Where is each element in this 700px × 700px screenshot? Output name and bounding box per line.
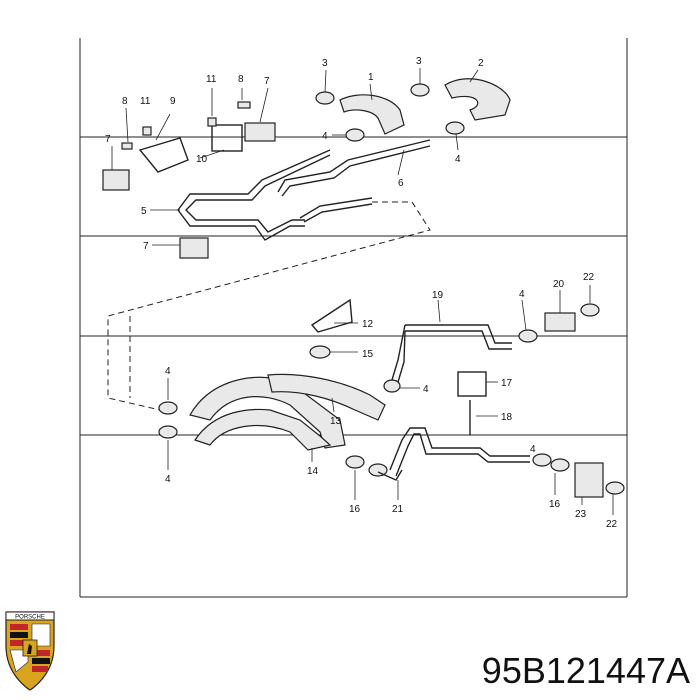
lower-hoses bbox=[158, 373, 388, 477]
callout-3a: 3 bbox=[322, 58, 328, 69]
svg-text:PORSCHE: PORSCHE bbox=[15, 615, 45, 621]
callout-2: 2 bbox=[478, 58, 484, 69]
hose-clamp-4d bbox=[383, 379, 401, 393]
callout-4e: 4 bbox=[165, 366, 171, 377]
callout-13: 13 bbox=[330, 416, 342, 427]
callout-7c: 7 bbox=[143, 241, 149, 252]
callout-16b: 16 bbox=[549, 499, 561, 510]
callout-4b: 4 bbox=[455, 154, 461, 165]
coolant-pipes-lower bbox=[377, 427, 625, 498]
callout-14: 14 bbox=[307, 466, 319, 477]
callout-21: 21 bbox=[392, 504, 404, 515]
callout-1: 1 bbox=[368, 72, 374, 83]
leader-lines bbox=[111, 68, 614, 515]
middle-parts bbox=[309, 298, 600, 435]
hose-clamp-4b bbox=[445, 121, 465, 135]
callout-4g: 4 bbox=[530, 444, 536, 455]
callout-15: 15 bbox=[362, 349, 374, 360]
hose-clamp-22b bbox=[605, 481, 625, 495]
clamp-block-7b bbox=[244, 122, 276, 142]
clamp-block-7c bbox=[179, 237, 209, 259]
clip-15 bbox=[309, 345, 331, 359]
assembly-guides bbox=[107, 201, 431, 411]
hose-clamp-16a bbox=[368, 463, 388, 477]
coolant-pipes-upper bbox=[177, 139, 431, 241]
hose-clamp-3b bbox=[410, 83, 430, 97]
hose-clamp-16b bbox=[550, 458, 570, 472]
callout-18: 18 bbox=[501, 412, 513, 423]
porsche-crest-icon: PORSCHE bbox=[5, 611, 55, 691]
callout-4a: 4 bbox=[322, 131, 328, 142]
callout-6: 6 bbox=[398, 178, 404, 189]
callout-4c: 4 bbox=[519, 289, 525, 300]
part-number: 95B121447A bbox=[481, 650, 690, 691]
clamp-block-7a bbox=[102, 169, 130, 191]
hose-clamp-4e bbox=[158, 401, 178, 415]
retainer-17 bbox=[457, 371, 487, 397]
hose-23 bbox=[574, 462, 604, 498]
callout-22a: 22 bbox=[583, 272, 595, 283]
callout-labels: 1 2 3 3 4 4 6 5 7 7 7 8 8 9 10 11 11 12 … bbox=[105, 56, 618, 530]
callout-19: 19 bbox=[432, 290, 444, 301]
callout-8a: 8 bbox=[122, 96, 128, 107]
hose-20 bbox=[544, 312, 576, 332]
callout-12: 12 bbox=[362, 319, 374, 330]
hose-clamp-16c bbox=[345, 455, 365, 469]
callout-17: 17 bbox=[501, 378, 513, 389]
callout-9: 9 bbox=[170, 96, 176, 107]
callout-8b: 8 bbox=[238, 74, 244, 85]
bracket-12 bbox=[310, 298, 353, 333]
callout-7b: 7 bbox=[264, 76, 270, 87]
hose-clamp-3a bbox=[315, 91, 335, 105]
hose-clamp-4g bbox=[532, 453, 552, 467]
callout-16a: 16 bbox=[349, 504, 361, 515]
callout-7a: 7 bbox=[105, 134, 111, 145]
callout-23: 23 bbox=[575, 509, 587, 520]
callout-4d: 4 bbox=[423, 384, 429, 395]
callout-20: 20 bbox=[553, 279, 565, 290]
callout-5: 5 bbox=[141, 206, 147, 217]
callout-22b: 22 bbox=[606, 519, 618, 530]
callout-11b: 11 bbox=[206, 74, 217, 85]
bracket-10 bbox=[211, 124, 243, 152]
callout-3b: 3 bbox=[416, 56, 422, 67]
hose-clamp-4a bbox=[345, 128, 365, 142]
callout-4f: 4 bbox=[165, 474, 171, 485]
hose-clamp-22a bbox=[580, 303, 600, 317]
callout-11a: 11 bbox=[140, 96, 151, 107]
callout-10: 10 bbox=[196, 154, 208, 165]
bracket-assembly bbox=[102, 101, 276, 259]
upper-hoses bbox=[315, 78, 511, 142]
hose-clamp-4c bbox=[518, 329, 538, 343]
hose-clamp-4f bbox=[158, 425, 178, 439]
